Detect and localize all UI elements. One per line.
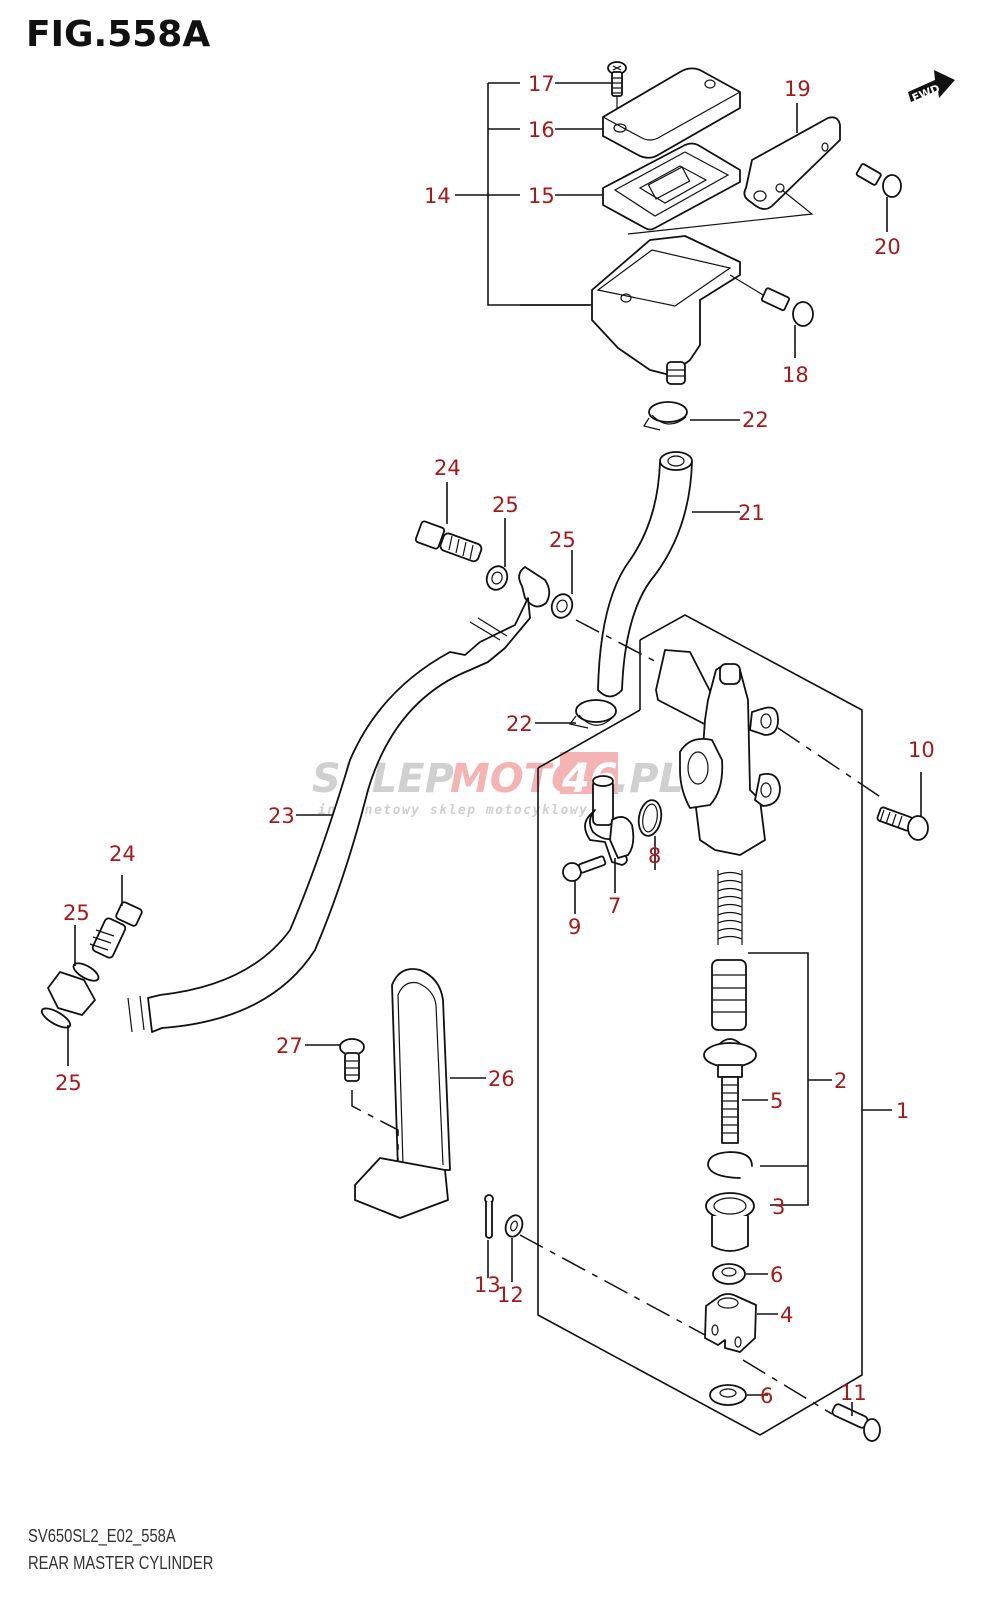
- assembly-1-outline-top: [537, 709, 641, 769]
- callout-24-lower: 24: [109, 842, 136, 866]
- callout-22-bottom: 22: [506, 712, 533, 736]
- callout-1: 1: [896, 1099, 909, 1123]
- part-25-washer-d: [40, 1007, 72, 1066]
- part-3-boot: [705, 1192, 755, 1252]
- figure-name: REAR MASTER CYLINDER: [28, 1553, 214, 1573]
- callout-21: 21: [738, 501, 765, 525]
- callout-6-lower: 6: [760, 1384, 773, 1408]
- callout-7: 7: [608, 894, 621, 918]
- callout-23: 23: [268, 804, 295, 828]
- callout-3: 3: [772, 1195, 785, 1219]
- part-5-push-rod: [703, 1038, 768, 1144]
- part-25-washer-b: [550, 550, 574, 619]
- watermark-brand-red: MOTO: [450, 756, 585, 802]
- callout-17: 17: [528, 72, 555, 96]
- callout-6-upper: 6: [770, 1263, 783, 1287]
- callout-18: 18: [782, 363, 809, 387]
- part-4-clevis: [704, 1293, 778, 1353]
- callout-9: 9: [568, 915, 581, 939]
- watermark: SKLEP MOTO 46 .PL internetowy sklep moto…: [312, 752, 684, 818]
- part-23-brake-hose: [127, 597, 531, 1033]
- banjo-fitting: [518, 566, 551, 608]
- callout-26: 26: [488, 1067, 515, 1091]
- part-10-bolt: [876, 772, 929, 841]
- callout-27: 27: [276, 1034, 303, 1058]
- callout-8: 8: [648, 844, 661, 868]
- callout-20: 20: [874, 235, 901, 259]
- callout-15: 15: [528, 184, 555, 208]
- callout-25-b: 25: [549, 528, 576, 552]
- callout-19: 19: [784, 77, 811, 101]
- part-24-union-bolt-top: [414, 482, 483, 563]
- assembly-1-outline: [537, 614, 863, 1436]
- circlip: [707, 1151, 753, 1179]
- part-11-clevis-pin: [831, 1402, 881, 1442]
- part-6-nut-lower: [709, 1384, 768, 1406]
- part-21-reservoir-hose: [597, 451, 740, 698]
- part-20-bolt: [855, 163, 902, 232]
- watermark-brand-tld: .PL: [614, 756, 684, 802]
- part-7-hose-connector: [584, 775, 635, 893]
- part-9-screw: [562, 855, 607, 914]
- part-2-piston-set: [711, 952, 832, 1206]
- master-cylinder-body: [655, 649, 886, 856]
- part-6-nut-upper: [712, 1263, 768, 1285]
- figure-title: FIG.558A: [26, 14, 211, 55]
- fwd-label: FWD: [910, 82, 942, 105]
- watermark-brand-gray: SKLEP: [312, 756, 454, 802]
- part-22-hose-clamp-bottom: [535, 699, 617, 729]
- callout-16: 16: [528, 118, 555, 142]
- callout-25-c: 25: [63, 901, 90, 925]
- part-25-washer-a: [485, 518, 509, 591]
- figure-code: SV650SL2_E02_558A: [28, 1526, 176, 1546]
- callout-2: 2: [834, 1069, 847, 1093]
- part-15-diaphragm: [555, 142, 741, 231]
- callout-4: 4: [780, 1303, 793, 1327]
- part-27-bolt: [305, 1038, 399, 1160]
- callout-14: 14: [424, 184, 451, 208]
- part-24-union-bolt-lower: [89, 875, 143, 959]
- spring: [717, 870, 743, 945]
- part-14-reservoir-body: [520, 235, 741, 385]
- part-25-washer-c: [72, 925, 100, 982]
- callout-13: 13: [474, 1273, 501, 1297]
- part-22-hose-clamp-top: [643, 401, 740, 431]
- lower-banjo-fitting: [47, 971, 96, 1016]
- callout-5: 5: [770, 1089, 783, 1113]
- part-17-screw: [555, 61, 627, 125]
- callout-22-top: 22: [742, 408, 769, 432]
- callout-25-a: 25: [492, 493, 519, 517]
- part-19-bracket: [627, 103, 841, 235]
- part-26-hose-guide: [354, 968, 486, 1219]
- part-13-cotter-pin: [484, 1194, 494, 1278]
- part-16-reservoir-cap: [555, 67, 741, 159]
- callout-24-top: 24: [434, 456, 461, 480]
- callout-12: 12: [497, 1283, 524, 1307]
- callout-11: 11: [840, 1381, 867, 1405]
- callout-10: 10: [908, 738, 935, 762]
- part-8-o-ring: [637, 799, 663, 870]
- watermark-tagline: internetowy sklep motocyklowy: [318, 803, 588, 818]
- fwd-arrow-icon: FWD: [908, 70, 955, 105]
- part-18-bolt: [729, 274, 814, 358]
- callout-25-d: 25: [55, 1071, 82, 1095]
- part-12-washer: [504, 1214, 524, 1282]
